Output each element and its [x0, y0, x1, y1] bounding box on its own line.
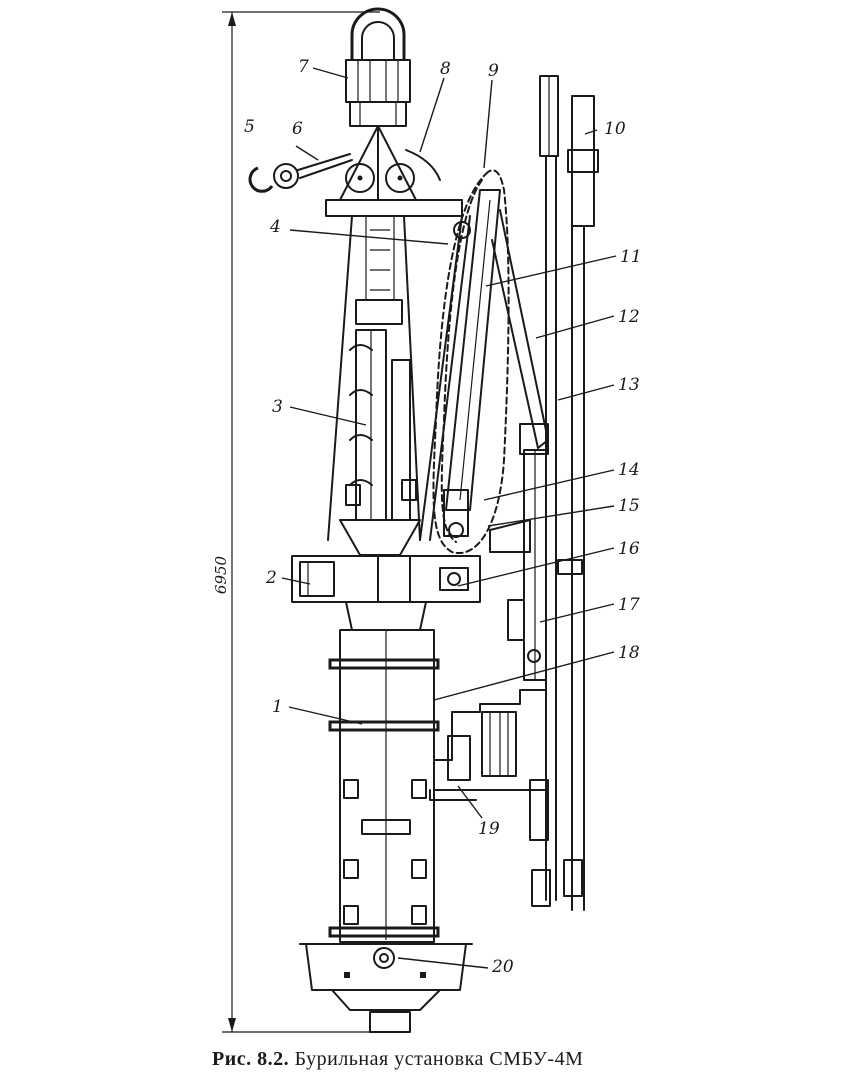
upper-mast [327, 215, 421, 556]
callout-16: 16 [618, 539, 640, 559]
callout-1: 1 [272, 697, 283, 717]
callout-9: 9 [488, 61, 499, 81]
manipulator-boom [443, 189, 549, 553]
callout-5: 5 [244, 117, 255, 137]
callout-8: 8 [440, 59, 451, 79]
callout-18: 18 [618, 643, 640, 663]
valve-block [429, 689, 547, 801]
figure-caption: Рис. 8.2. Бурильная установка СМБУ-4М [212, 1048, 832, 1071]
callout-11: 11 [620, 247, 642, 267]
callout-3: 3 [272, 397, 283, 417]
turntable [291, 555, 481, 631]
callout-numbers: 1 2 3 4 5 6 7 8 9 10 11 12 13 14 15 16 1… [244, 57, 642, 977]
height-dimension-label: 6950 [212, 555, 230, 594]
callout-14: 14 [618, 460, 640, 480]
callout-2: 2 [265, 568, 277, 588]
callout-17: 17 [618, 595, 640, 615]
column-body [328, 629, 440, 943]
callout-leaders [281, 67, 617, 969]
auxiliary-hook [248, 153, 353, 193]
callout-15: 15 [618, 496, 640, 516]
callout-12: 12 [618, 307, 640, 327]
base-plate [299, 943, 473, 1033]
top-crossbeam [325, 199, 463, 217]
callout-10: 10 [604, 119, 626, 139]
callout-6: 6 [292, 119, 303, 139]
callout-13: 13 [618, 375, 640, 395]
callout-19: 19 [478, 819, 500, 839]
figure-title: Бурильная установка СМБУ-4М [294, 1048, 584, 1070]
height-dimension: 6950 [212, 11, 395, 1033]
callout-7: 7 [298, 57, 309, 77]
figure-number: Рис. 8.2. [212, 1048, 290, 1070]
top-swivel-motor [345, 7, 411, 201]
callout-4: 4 [269, 217, 281, 237]
feed-cylinder [507, 449, 549, 841]
guide-mast [531, 75, 599, 911]
callout-20: 20 [491, 957, 514, 977]
